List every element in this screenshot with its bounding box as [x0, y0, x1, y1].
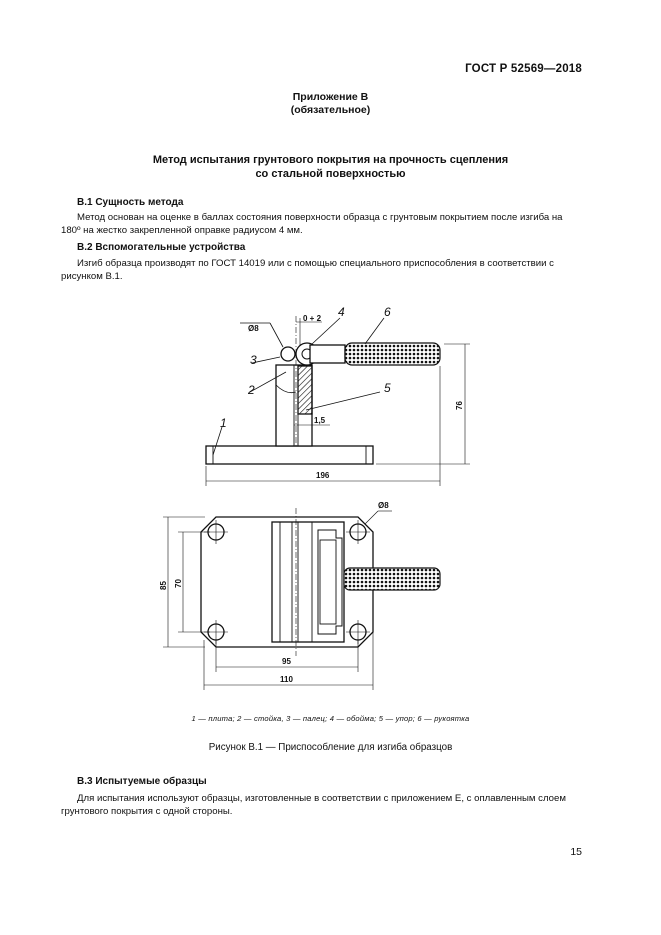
appendix-status: (обязательное) — [290, 104, 371, 116]
standard-number: ГОСТ Р 52569—2018 — [465, 63, 582, 75]
handle-grip — [344, 342, 441, 366]
handle-arm — [309, 344, 346, 364]
dim-gap: 0 + 2 — [303, 314, 322, 323]
method-title-line1: Метод испытания грунтового покрытия на п… — [152, 154, 509, 166]
section-b2-line1: Изгиб образца производят по ГОСТ 14019 и… — [77, 258, 554, 269]
side-view — [205, 316, 470, 486]
appendix-title: Приложение В — [292, 91, 369, 103]
section-b3-text: Для испытания используют образцы, изгото… — [61, 792, 583, 818]
section-b3-line2: грунтового покрытия с одной стороны. — [61, 806, 233, 817]
method-title-line2: со стальной поверхностью — [255, 168, 406, 180]
dim-hole-diam: Ø8 — [378, 501, 389, 510]
dim-thickness: 1,5 — [314, 416, 326, 425]
section-b2-text: Изгиб образца производят по ГОСТ 14019 и… — [61, 257, 583, 283]
section-b1-line1: Метод основан на оценке в баллах состоян… — [77, 212, 563, 223]
figure-caption: Рисунок В.1 — Приспособление для изгиба … — [208, 742, 453, 753]
label-5: 5 — [384, 381, 391, 395]
label-3: 3 — [250, 353, 257, 367]
section-b2-heading: В.2 Вспомогательные устройства — [77, 242, 246, 253]
page-number: 15 — [570, 846, 582, 858]
dim-height-76: 76 — [455, 401, 464, 410]
side-view-labels: Ø8 0 + 2 4 6 3 2 5 1 1,5 196 76 — [220, 305, 464, 480]
top-view-labels: Ø8 85 70 95 110 — [159, 501, 389, 684]
dim-110: 110 — [280, 675, 293, 684]
section-b3-line1: Для испытания используют образцы, изгото… — [77, 793, 566, 804]
dim-70: 70 — [174, 579, 183, 588]
section-b2-line2: рисунком В.1. — [61, 271, 123, 282]
figure-legend: 1 — плита; 2 — стойка, 3 — палец; 4 — об… — [191, 714, 470, 723]
dim-85: 85 — [159, 581, 168, 590]
appendix-heading: Приложение В (обязательное) — [0, 91, 661, 117]
section-b3-heading: В.3 Испытуемые образцы — [77, 776, 207, 787]
pin — [280, 346, 296, 362]
label-4: 4 — [338, 305, 345, 319]
label-1: 1 — [220, 416, 227, 430]
dim-95: 95 — [282, 657, 291, 666]
section-b1-line2: 180º на жестко закрепленной оправке ради… — [61, 225, 303, 236]
handle-grip-top — [343, 567, 441, 591]
label-2: 2 — [247, 383, 255, 397]
dim-width-196: 196 — [316, 471, 330, 480]
top-view — [163, 508, 441, 690]
label-6: 6 — [384, 305, 391, 319]
stop-block — [297, 365, 313, 415]
dim-diam-side: Ø8 — [248, 324, 259, 333]
section-b1-text: Метод основан на оценке в баллах состоян… — [61, 211, 583, 237]
method-title: Метод испытания грунтового покрытия на п… — [0, 153, 661, 181]
base-plate — [205, 445, 374, 465]
section-b1-heading: В.1 Сущность метода — [77, 197, 184, 208]
